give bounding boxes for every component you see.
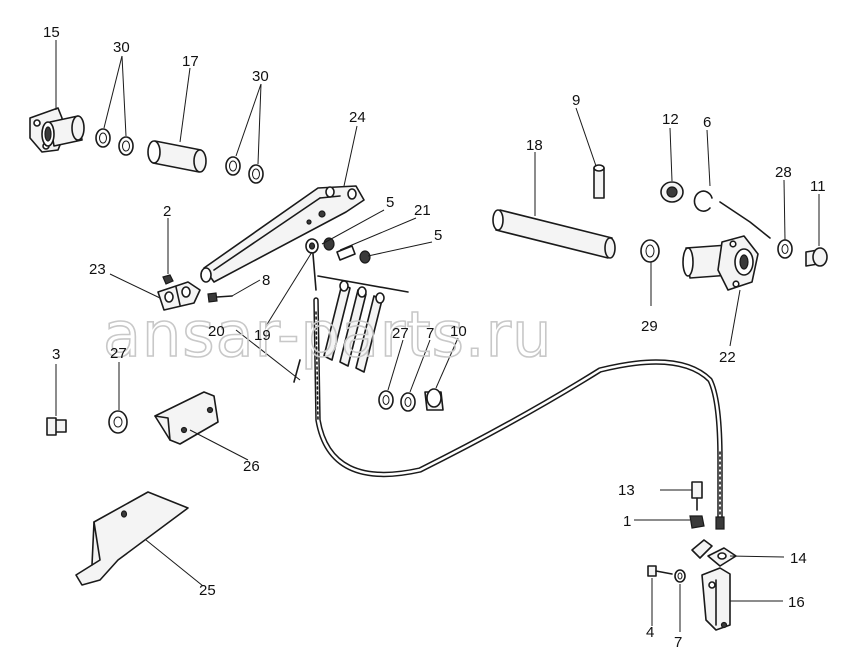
callout-18: 18: [526, 137, 543, 154]
part-22-flanged-housing: [682, 235, 759, 291]
part-27-7-10-washers: [378, 388, 444, 412]
callout-5-a: 5: [386, 194, 394, 211]
part-26-bracket: [154, 391, 219, 445]
callout-4: 4: [646, 624, 654, 641]
callout-29: 29: [641, 318, 658, 335]
callout-9: 9: [572, 92, 580, 109]
part-8-bolt: [207, 292, 233, 303]
part-3-bolt: [46, 417, 67, 436]
callout-8: 8: [262, 272, 270, 289]
part-25-angle-plate: [75, 491, 189, 586]
callout-16: 16: [788, 594, 805, 611]
callout-2: 2: [163, 203, 171, 220]
part-27-springs: [317, 275, 409, 373]
callout-14: 14: [790, 550, 807, 567]
part-28-washer: [777, 239, 793, 259]
callout-7-a: 7: [426, 325, 434, 342]
part-17-tube: [147, 140, 207, 173]
callout-13: 13: [618, 482, 635, 499]
callout-15: 15: [43, 24, 60, 41]
part-27-washer-left: [108, 410, 128, 434]
callout-11: 11: [810, 178, 826, 195]
callout-24: 24: [349, 109, 366, 126]
callout-6: 6: [703, 114, 711, 131]
callout-27-b: 27: [110, 345, 127, 362]
part-12-bushing: [660, 181, 684, 203]
callout-25: 25: [199, 582, 216, 599]
callout-22: 22: [719, 349, 736, 366]
part-2-nut: [162, 274, 174, 285]
callout-3: 3: [52, 346, 60, 363]
part-21-stud-with-nuts: [323, 237, 371, 264]
callout-27-a: 27: [392, 325, 409, 342]
part-4-bolt: [647, 565, 673, 577]
part-18-long-pin: [492, 209, 616, 259]
part-16-clamp-bracket: [701, 567, 731, 631]
callout-30-b: 30: [252, 68, 269, 85]
callout-26: 26: [243, 458, 260, 475]
part-11-bolt: [805, 247, 828, 267]
part-7-washer-bottom: [674, 569, 686, 583]
part-15-flanged-sleeve: [29, 107, 85, 153]
callout-21: 21: [414, 202, 431, 219]
callout-19: 19: [254, 327, 271, 344]
callout-12: 12: [662, 111, 679, 128]
part-24-lever-arm: [200, 185, 365, 283]
part-30-washers-left: [95, 128, 134, 156]
leader-lines: [55, 40, 820, 632]
part-20-control-cable: [293, 297, 725, 530]
callout-7-b: 7: [674, 634, 682, 651]
callout-5-b: 5: [434, 227, 442, 244]
part-23-clamp-block: [157, 281, 201, 311]
part-9-small-pin: [593, 164, 605, 199]
part-6-circlip: [693, 190, 771, 239]
part-19-cable-eye: [305, 238, 319, 291]
callout-30-a: 30: [113, 39, 130, 56]
callout-23: 23: [89, 261, 106, 278]
callout-17: 17: [182, 53, 199, 70]
callout-28: 28: [775, 164, 792, 181]
callout-10: 10: [450, 323, 467, 340]
callout-1: 1: [623, 513, 631, 530]
part-1-nut: [689, 515, 705, 529]
part-14-bracket-plate: [691, 539, 737, 567]
callout-labels: 15 30 17 30 24 9 12 6 18 28 11 2 5 21 5 …: [43, 24, 826, 651]
part-30-washers-right: [225, 156, 264, 184]
part-13-bolt: [691, 481, 703, 511]
callout-20: 20: [208, 323, 225, 340]
part-29-washer: [640, 239, 660, 263]
watermark-text: ansar-parts.ru: [103, 298, 552, 371]
